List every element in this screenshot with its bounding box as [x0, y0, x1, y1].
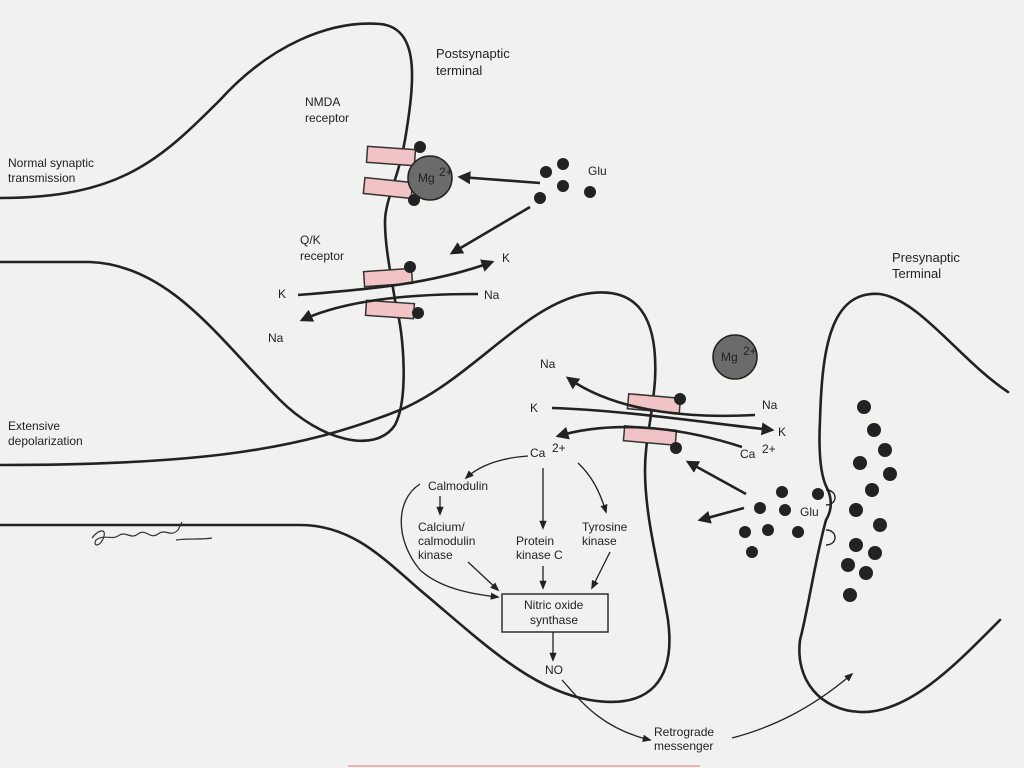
- mg-top-charge: 2+: [439, 165, 453, 179]
- glu-to-nmda-arrow: [457, 171, 541, 185]
- nmda-receptor-lower: [362, 176, 414, 200]
- k-efflux-arrow: [297, 259, 495, 297]
- calmodulin-label: Calmodulin: [428, 479, 488, 493]
- bound-glu-dot: [674, 393, 686, 405]
- no-label: NO: [545, 663, 563, 677]
- ca-left-charge: 2+: [552, 441, 566, 455]
- postsynaptic-membrane-upper: [0, 22, 414, 443]
- ca-right-charge: 2+: [762, 442, 776, 456]
- no-to-retro-arrow: [561, 679, 652, 742]
- mg-top-label: Mg: [418, 171, 435, 185]
- na-label-mid-left: Na: [540, 357, 556, 371]
- k-label-top-left: K: [278, 287, 286, 301]
- extensive-label-2: depolarization: [8, 434, 83, 448]
- cam-kinase-label-3: kinase: [418, 548, 453, 562]
- tyr-to-nos-arrow: [591, 551, 611, 590]
- tyr-label-2: kinase: [582, 534, 617, 548]
- k-label-mid-right: K: [778, 425, 786, 439]
- normal-label-1: Normal synaptic: [8, 156, 94, 170]
- na-influx-arrow-mid: [565, 376, 756, 418]
- tyr-label-1: Tyrosine: [582, 520, 628, 534]
- bound-glu-dot: [404, 261, 416, 273]
- retro-label-1: Retrograde: [654, 725, 714, 739]
- pkc-label-1: Protein: [516, 534, 554, 548]
- glu-label-top: Glu: [588, 164, 607, 178]
- pkc-label-2: kinase C: [516, 548, 563, 562]
- qk-label-1: Q/K: [300, 233, 321, 247]
- bound-glu-dot: [408, 194, 420, 206]
- k-label-mid-left: K: [530, 401, 538, 415]
- camk-to-nos-arrow: [467, 561, 500, 592]
- na-influx-arrow: [299, 292, 479, 322]
- bound-glu-dot: [412, 307, 424, 319]
- mg-ion-middle: Mg 2+: [712, 334, 758, 380]
- vesicle-dots: [841, 400, 897, 602]
- na-label-top-left: Na: [268, 331, 284, 345]
- glu-label-pre: Glu: [800, 505, 819, 519]
- glu-diffuse-arrow: [697, 506, 745, 524]
- glu-to-receptor-arrow: [685, 460, 747, 496]
- k-label-top-right: K: [502, 251, 510, 265]
- postsynaptic-title-1: Postsynaptic: [436, 46, 510, 61]
- presynaptic-membrane: [798, 292, 1010, 714]
- na-label-top-right: Na: [484, 288, 500, 302]
- mg-ion-top: Mg 2+: [407, 155, 453, 201]
- retro-to-presynaptic-arrow: [731, 672, 854, 739]
- glu-cluster-top: [534, 158, 596, 204]
- ca-to-calmodulin-arrow: [464, 455, 529, 480]
- presynaptic-title-1: Presynaptic: [892, 250, 960, 265]
- ca-influx-arrow: [555, 425, 743, 449]
- bound-glu-dot: [670, 442, 682, 454]
- ca-label-left: Ca: [530, 446, 546, 460]
- glu-cluster-presynaptic: [739, 486, 824, 558]
- mg-mid-label: Mg: [721, 350, 738, 364]
- qk-receptor-lower: [364, 299, 416, 320]
- presynaptic-release-site: [825, 489, 836, 546]
- qk-label-2: receptor: [300, 249, 344, 263]
- glu-to-qk-arrow: [449, 205, 531, 255]
- artist-signature: [91, 521, 213, 546]
- nos-label-2: synthase: [530, 613, 578, 627]
- postsynaptic-title-2: terminal: [436, 63, 482, 78]
- calmodulin-to-nos-arrow: [400, 483, 500, 600]
- retro-label-2: messenger: [654, 739, 713, 753]
- nmda-label-1: NMDA: [305, 95, 340, 109]
- nmda-receptor-upper: [365, 145, 417, 167]
- extensive-label-1: Extensive: [8, 419, 60, 433]
- presynaptic-title-2: Terminal: [892, 266, 941, 281]
- postsynaptic-membrane-lower: [0, 291, 671, 704]
- ca-label-right: Ca: [740, 447, 756, 461]
- nos-label-1: Nitric oxide: [524, 598, 584, 612]
- nos-box: [501, 593, 609, 633]
- k-efflux-arrow-mid: [551, 406, 775, 436]
- cam-kinase-label-1: Calcium/: [418, 520, 465, 534]
- nmda-label-2: receptor: [305, 111, 349, 125]
- mg-mid-charge: 2+: [743, 344, 757, 358]
- bound-glu-dot: [414, 141, 426, 153]
- normal-label-2: transmission: [8, 171, 75, 185]
- ca-to-tyr-arrow: [577, 462, 608, 514]
- cam-kinase-label-2: calmodulin: [418, 534, 475, 548]
- na-label-mid-right: Na: [762, 398, 778, 412]
